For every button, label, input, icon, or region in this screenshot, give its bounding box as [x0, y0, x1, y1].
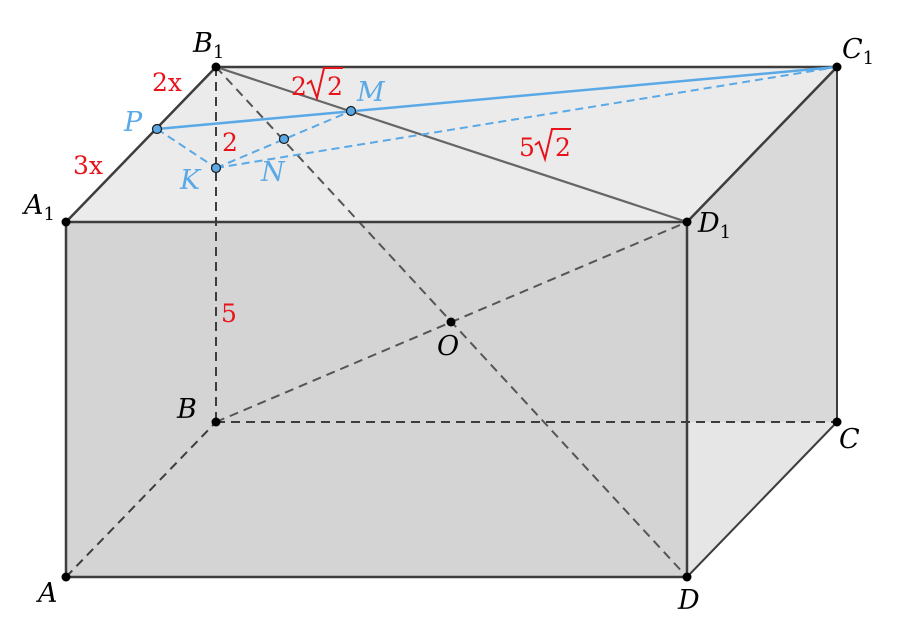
- label-C: C: [839, 424, 860, 455]
- label-A: A: [35, 578, 58, 609]
- label-D1: D1: [697, 208, 731, 243]
- point-D: [682, 572, 692, 582]
- point-M: [345, 105, 357, 117]
- label-C1: C1: [842, 34, 874, 69]
- point-A1: [61, 217, 71, 227]
- edge-D-C: [686, 421, 838, 578]
- label-B1: B1: [192, 28, 224, 63]
- section-P-K: [156, 128, 217, 169]
- front-face: [66, 222, 687, 577]
- diagonal-B1-D1: [215, 65, 688, 224]
- label-O: O: [437, 331, 459, 362]
- label-N: N: [260, 157, 286, 188]
- point-A: [61, 572, 71, 582]
- edge-A-B: [65, 421, 217, 578]
- measure-MD1: 5 2: [519, 128, 571, 163]
- section-P-C1: [156, 65, 838, 131]
- edge-A1-B1: [65, 66, 217, 223]
- label-B: B: [176, 394, 197, 425]
- svg-text:2: 2: [327, 72, 343, 101]
- measure-B1P: 2x: [152, 68, 182, 97]
- point-P: [151, 123, 163, 135]
- point-C: [832, 417, 842, 427]
- point-B1: [211, 62, 221, 72]
- label-M: M: [356, 77, 386, 108]
- edge-D1-C1: [686, 66, 838, 223]
- point-B: [211, 417, 221, 427]
- point-O: [446, 317, 456, 327]
- point-C1: [832, 62, 842, 72]
- section-K-M: [215, 110, 352, 169]
- svg-text:5: 5: [519, 133, 535, 162]
- measure-KB: 5: [221, 299, 237, 328]
- point-N: [278, 133, 290, 145]
- label-P: P: [123, 107, 143, 138]
- svg-text:2: 2: [555, 133, 571, 162]
- label-D: D: [677, 585, 700, 616]
- point-K: [210, 162, 222, 174]
- label-K: K: [179, 165, 202, 196]
- measure-B1M: 2 2: [291, 67, 343, 102]
- measure-PA1: 3x: [73, 151, 103, 180]
- svg-text:2: 2: [291, 72, 307, 101]
- point-D1: [682, 217, 692, 227]
- label-A1: A1: [21, 190, 55, 225]
- section-K-C1: [215, 66, 838, 169]
- measure-B1K: 2: [222, 128, 238, 157]
